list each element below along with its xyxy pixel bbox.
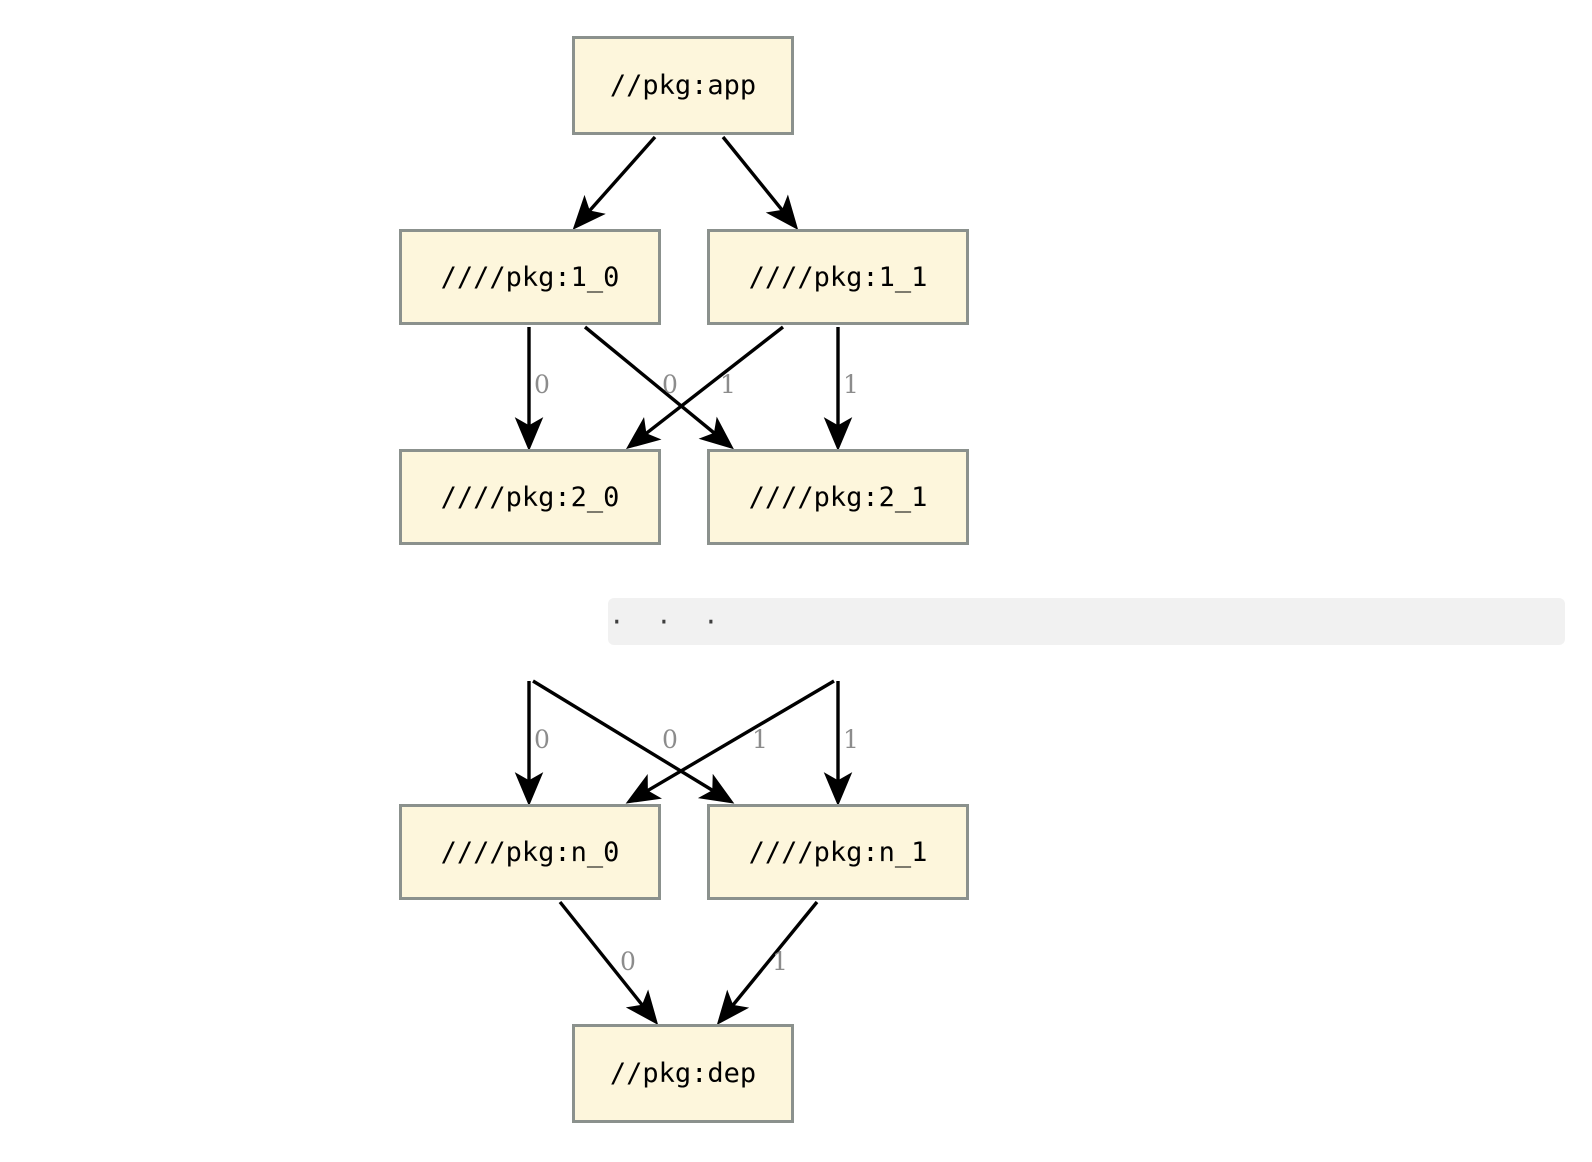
edge-label: 1 [720,370,736,399]
edge-label: 0 [534,370,550,399]
graph-node-nn_1[interactable]: ////pkg:n_1 [707,804,969,900]
graph-edge [583,325,734,450]
graph-edge [625,325,785,450]
graph-edge [558,900,659,1025]
graph-edge [572,135,657,230]
edge-label: 0 [620,947,636,976]
node-label: //pkg:dep [609,1058,757,1089]
graph-edge [721,135,799,230]
edge-lines [514,135,853,1025]
edge-label: 1 [843,370,859,399]
node-label: ////pkg:2_0 [440,481,620,513]
edge-label: 0 [662,725,678,754]
node-label: ////pkg:2_1 [748,481,928,513]
edge-label: 1 [843,725,859,754]
graph-node-n2_0[interactable]: ////pkg:2_0 [399,449,661,545]
graph-edge [716,900,819,1025]
edge-label: 0 [662,370,678,399]
graph-node-dep[interactable]: //pkg:dep [572,1024,794,1123]
edge-label: 1 [752,725,768,754]
edge-label: 0 [534,725,550,754]
node-label: ////pkg:1_0 [440,261,620,293]
graph-node-n1_0[interactable]: ////pkg:1_0 [399,229,661,325]
graph-node-n1_1[interactable]: ////pkg:1_1 [707,229,969,325]
node-label: ////pkg:n_0 [440,836,620,868]
node-label: //pkg:app [609,70,757,101]
graph-node-app[interactable]: //pkg:app [572,36,794,135]
node-label: ////pkg:1_1 [748,261,928,293]
edge-label: 1 [772,947,788,976]
ellipsis-band [608,598,1565,645]
ellipsis-dots: · · · [612,605,730,640]
graph-node-nn_0[interactable]: ////pkg:n_0 [399,804,661,900]
graph-node-n2_1[interactable]: ////pkg:2_1 [707,449,969,545]
node-label: ////pkg:n_1 [748,836,928,868]
graph-edge [532,679,735,804]
graph-edge [625,679,835,804]
